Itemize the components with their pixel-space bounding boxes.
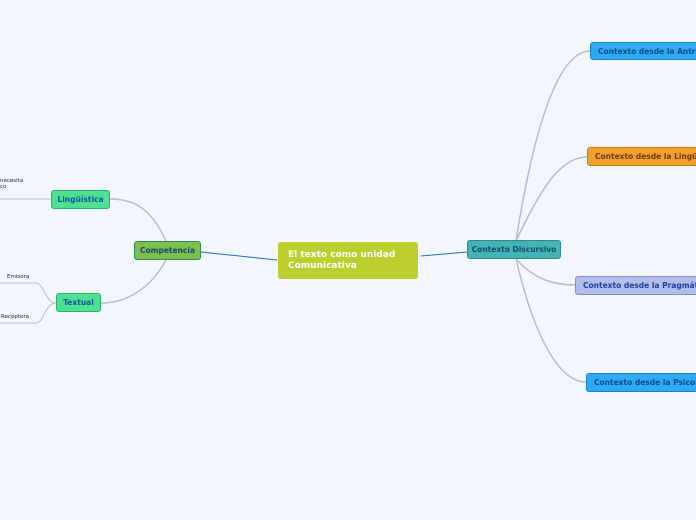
central-topic-label: El texto como unidad Comunicativa	[288, 249, 396, 271]
note-line-1: necesita	[0, 178, 24, 184]
node-competencia[interactable]: Competencia	[134, 241, 201, 260]
connector-competencia-textual	[100, 259, 167, 304]
node-contexto-pragmatica-label: Contexto desde la Pragmática	[583, 281, 696, 290]
central-topic[interactable]: El texto como unidad Comunicativa	[278, 242, 418, 279]
connector-contexto-pragmatica	[515, 258, 576, 286]
note-line-2: co	[0, 184, 7, 190]
label-emisora: Emisora	[7, 274, 30, 280]
connector-central-competencia	[200, 251, 278, 261]
node-linguistica[interactable]: Lingüística	[51, 190, 110, 209]
connector-contexto-antropologia	[515, 50, 591, 242]
connector-competencia-linguistica	[109, 198, 167, 242]
node-contexto-antropologia-label: Contexto desde la Antropolo	[598, 46, 696, 56]
connector-textual-emisora	[0, 282, 57, 304]
node-contexto-linguistica[interactable]: Contexto desde la Lingüística	[587, 147, 696, 166]
node-contexto-discursivo[interactable]: Contexto Discursivo	[467, 240, 561, 259]
node-contexto-linguistica-label: Contexto desde la Lingüística	[595, 152, 696, 161]
label-receptora: Receptora	[1, 314, 30, 320]
node-linguistica-label: Lingüística	[57, 195, 104, 204]
node-contexto-psicologia[interactable]: Contexto desde la Psicología	[586, 373, 696, 392]
node-contexto-psicologia-label: Contexto desde la Psicología	[594, 378, 696, 387]
node-contexto-antropologia[interactable]: Contexto desde la Antropolo	[590, 42, 696, 60]
connector-contexto-linguistica	[515, 156, 588, 242]
node-textual[interactable]: Textual	[56, 293, 101, 312]
connector-textual-receptora	[0, 302, 57, 324]
connector-contexto-psicologia	[515, 258, 587, 383]
node-competencia-label: Competencia	[139, 246, 196, 255]
node-contexto-discursivo-label: Contexto Discursivo	[471, 245, 557, 254]
node-textual-label: Textual	[63, 298, 94, 307]
node-contexto-pragmatica[interactable]: Contexto desde la Pragmática	[575, 276, 696, 295]
connector-central-contexto	[420, 251, 468, 257]
